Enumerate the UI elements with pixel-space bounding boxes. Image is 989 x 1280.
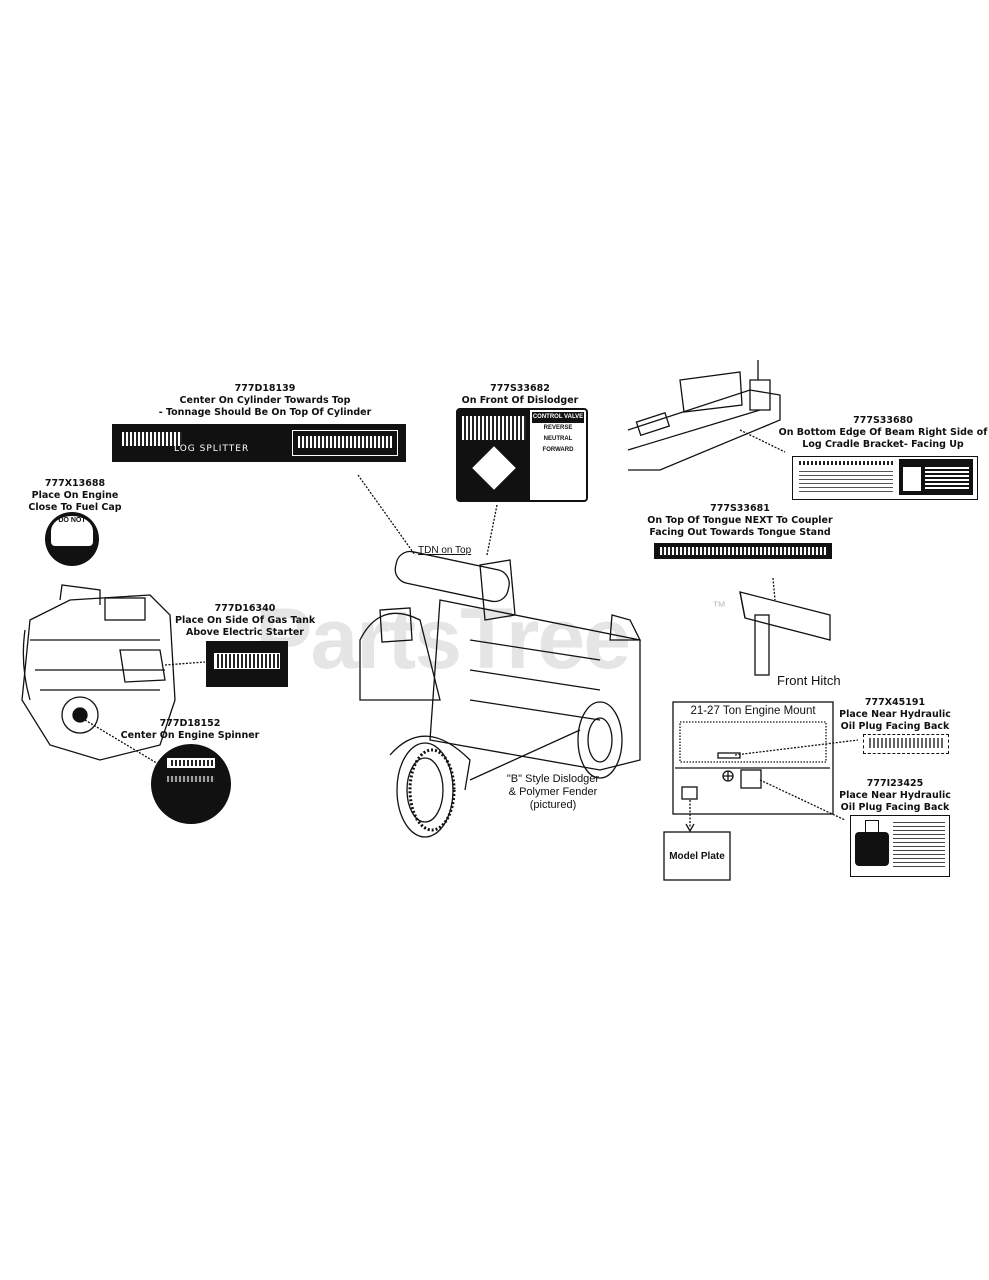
decal-777x45191 xyxy=(863,734,949,754)
trademark-symbol: ™ xyxy=(712,598,726,614)
label-777x13688: 777X13688 Place On Engine Close To Fuel … xyxy=(28,478,122,513)
beam-detail-drawing xyxy=(627,360,781,471)
label-777d16340: 777D16340 Place On Side Of Gas Tank Abov… xyxy=(175,603,316,638)
pointer-line xyxy=(759,779,846,821)
log-splitter-drawing xyxy=(359,550,642,838)
decal-777d18152 xyxy=(151,744,231,824)
partstree-watermark: PartsTree xyxy=(255,591,631,687)
label-777d18152: 777D18152 Center On Engine Spinner xyxy=(120,718,260,741)
note-engine-mount: 21-27 Ton Engine Mount xyxy=(690,705,816,717)
label-777x45191: 777X45191 Place Near Hydraulic Oil Plug … xyxy=(839,697,951,732)
note-dislodger: "B" Style Dislodger & Polymer Fender (pi… xyxy=(506,773,600,811)
note-tdn-on-top: TDN on Top xyxy=(418,545,472,556)
pointer-line xyxy=(739,429,786,453)
pointer-line xyxy=(486,504,498,556)
note-model-plate: Model Plate xyxy=(669,851,725,862)
pointer-line xyxy=(84,719,161,766)
decal-777d16340 xyxy=(206,641,288,687)
pointer-line xyxy=(357,474,416,556)
label-777s33680: 777S33680 On Bottom Edge Of Beam Right S… xyxy=(778,415,988,450)
pointer-line xyxy=(164,661,206,666)
model-plate-box xyxy=(663,831,731,881)
decal-777s33680 xyxy=(792,456,978,500)
label-777i23425: 777I23425 Place Near Hydraulic Oil Plug … xyxy=(839,778,951,813)
label-777d18139: 777D18139 Center On Cylinder Towards Top… xyxy=(158,383,372,418)
decal-777x13688: DO NOT xyxy=(45,512,99,566)
decal-777s33682: CONTROL VALVE REVERSE NEUTRAL FORWARD xyxy=(456,408,588,502)
label-777s33681: 777S33681 On Top Of Tongue NEXT To Coupl… xyxy=(647,503,833,538)
engine-drawing xyxy=(21,584,176,761)
front-hitch-drawing xyxy=(739,577,831,676)
label-777s33682: 777S33682 On Front Of Dislodger xyxy=(461,383,579,406)
note-front-hitch: Front Hitch xyxy=(777,673,841,688)
decal-777i23425 xyxy=(850,815,950,877)
pointer-line xyxy=(734,739,859,756)
engine-mount-box xyxy=(672,701,834,815)
decal-777s33681 xyxy=(654,543,832,559)
decal-777d18139: LOG SPLITTER xyxy=(112,424,406,462)
